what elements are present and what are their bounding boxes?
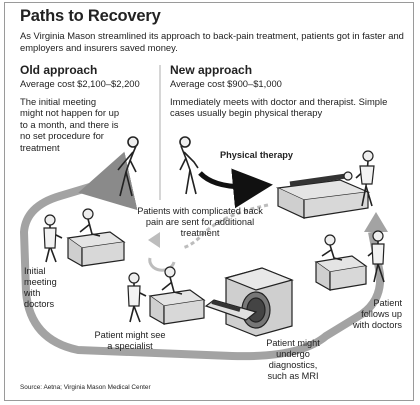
complicated-arrowhead: [148, 232, 160, 248]
old-approach-cost: Average cost $2,100–$2,200: [20, 78, 140, 89]
graphic-title: Paths to Recovery: [20, 7, 161, 25]
swirl-arrow: [148, 257, 176, 272]
old-patient-figure: [117, 136, 139, 197]
old-to-loop-arrow: [78, 151, 138, 211]
specialist-scene: [127, 266, 206, 326]
loop-arrowhead: [364, 212, 388, 232]
new-approach-description: Immediately meets with doctor and therap…: [170, 96, 388, 119]
mri-scene: [204, 267, 294, 337]
follow-up-label: Patient follows up with doctors: [352, 298, 402, 330]
new-approach-cost: Average cost $900–$1,000: [170, 78, 282, 89]
graphic-subtitle: As Virginia Mason streamlined its approa…: [20, 30, 404, 53]
physical-therapy-label: Physical therapy: [220, 150, 294, 160]
diagnostics-label: Patient might undergo diagnostics, such …: [266, 338, 320, 381]
complicated-cases-arrow: [181, 203, 269, 250]
physical-therapy-scene: [275, 150, 375, 219]
old-approach-heading: Old approach: [20, 63, 98, 77]
follow-up-scene: [314, 230, 385, 292]
initial-meeting-scene: [43, 208, 126, 268]
initial-meeting-label: Initial meeting with doctors: [24, 266, 57, 309]
complicated-cases-label: Patients with complicated back pain are …: [137, 206, 263, 238]
new-approach-heading: New approach: [170, 63, 253, 77]
source-note: Source: Aetna; Virginia Mason Medical Ce…: [20, 384, 151, 391]
old-approach-description: The initial meeting might not happen for…: [20, 96, 120, 153]
physical-therapy-arrow: [198, 168, 273, 209]
specialist-label: Patient might see a specialist: [94, 330, 166, 351]
new-patient-figure: [179, 136, 199, 195]
treatment-loop-path: [20, 174, 385, 361]
